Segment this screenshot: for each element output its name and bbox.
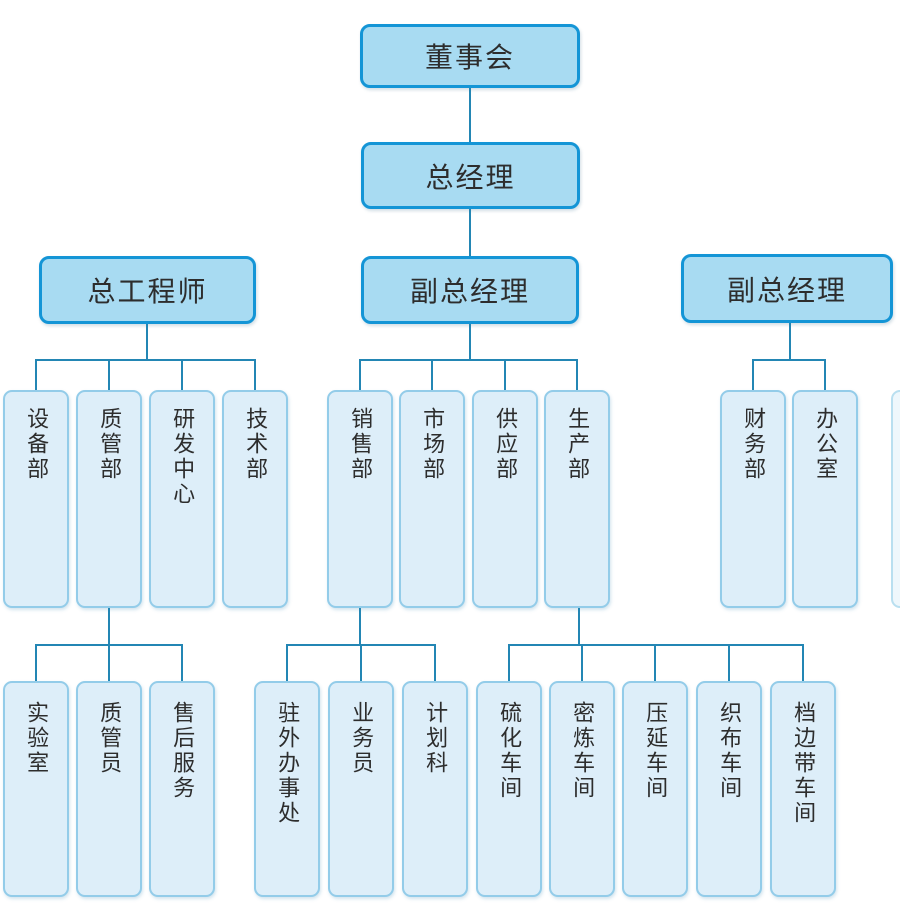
node-board: 董事会 xyxy=(360,24,580,88)
dept-rd-center-label: 研发中心 xyxy=(170,407,196,507)
workshop-weaving: 织布车间 xyxy=(696,681,762,897)
connector-drop-marketing xyxy=(431,359,433,390)
dept-office-label: 办公室 xyxy=(813,407,839,482)
dept-production-label: 生产部 xyxy=(565,407,591,482)
connector-drop-weaving xyxy=(728,644,730,681)
connector-drop-production xyxy=(576,359,578,390)
workshop-edge-band: 档边带车间 xyxy=(770,681,836,897)
connector-stem-deputy-1 xyxy=(469,324,471,360)
connector-drop-sales xyxy=(359,359,361,390)
sub-field-offices-label: 驻外办事处 xyxy=(275,701,301,826)
node-gm-label: 总经理 xyxy=(425,161,516,193)
dept-quality-label: 质管部 xyxy=(97,407,123,482)
dept-equipment: 设备部 xyxy=(3,390,69,608)
workshop-edge-band-label: 档边带车间 xyxy=(791,701,817,826)
workshop-vulcanization-label: 硫化车间 xyxy=(497,701,523,801)
dept-sales-label: 销售部 xyxy=(348,407,374,482)
sub-planning: 计划科 xyxy=(402,681,468,897)
workshop-mixing-label: 密炼车间 xyxy=(570,701,596,801)
sub-laboratory: 实验室 xyxy=(3,681,69,897)
connector-drop-planning xyxy=(434,644,436,681)
connector-stem-chief-engineer xyxy=(146,324,148,360)
sub-field-offices: 驻外办事处 xyxy=(254,681,320,897)
dept-partial-clipped xyxy=(891,390,900,608)
sub-salesperson-label: 业务员 xyxy=(349,701,375,776)
connector-bar-deputy-2 xyxy=(752,359,826,361)
connector-drop-field-offices xyxy=(286,644,288,681)
dept-rd-center: 研发中心 xyxy=(149,390,215,608)
sub-quality-inspector: 质管员 xyxy=(76,681,142,897)
connector-drop-finance xyxy=(752,359,754,390)
workshop-calendering: 压延车间 xyxy=(622,681,688,897)
dept-quality: 质管部 xyxy=(76,390,142,608)
connector-drop-office xyxy=(824,359,826,390)
node-board-label: 董事会 xyxy=(424,42,515,73)
connector-stem-quality xyxy=(108,608,110,645)
node-general-manager: 总经理 xyxy=(361,142,580,209)
connector-bar-production xyxy=(508,644,804,646)
connector-bar-chief-engineer xyxy=(35,359,256,361)
sub-laboratory-label: 实验室 xyxy=(24,701,50,776)
sub-salesperson: 业务员 xyxy=(328,681,394,897)
workshop-vulcanization: 硫化车间 xyxy=(476,681,542,897)
sub-after-sales-label: 售后服务 xyxy=(170,701,196,801)
node-deputy-gm-1-label: 副总经理 xyxy=(409,276,530,307)
sub-after-sales: 售后服务 xyxy=(149,681,215,897)
connector-stem-sales xyxy=(359,608,361,645)
connector-bar-deputy-1 xyxy=(359,359,578,361)
sub-planning-label: 计划科 xyxy=(423,701,449,776)
connector-drop-rd xyxy=(181,359,183,390)
connector-drop-mixing xyxy=(581,644,583,681)
dept-technology-label: 技术部 xyxy=(243,407,269,482)
dept-production: 生产部 xyxy=(544,390,610,608)
connector-board-gm xyxy=(469,88,471,142)
workshop-mixing: 密炼车间 xyxy=(549,681,615,897)
node-deputy-gm-2-label: 副总经理 xyxy=(726,274,847,306)
connector-stem-production xyxy=(578,608,580,645)
connector-drop-laboratory xyxy=(35,644,37,681)
connector-drop-calendering xyxy=(654,644,656,681)
connector-drop-technology xyxy=(254,359,256,390)
workshop-weaving-label: 织布车间 xyxy=(717,701,743,801)
connector-drop-edge-band xyxy=(802,644,804,681)
connector-gm-deputy xyxy=(469,209,471,256)
dept-technology: 技术部 xyxy=(222,390,288,608)
connector-drop-vulcanization xyxy=(508,644,510,681)
dept-supply: 供应部 xyxy=(472,390,538,608)
dept-sales: 销售部 xyxy=(327,390,393,608)
workshop-calendering-label: 压延车间 xyxy=(643,701,669,801)
connector-stem-deputy-2 xyxy=(789,323,791,360)
connector-drop-quality-inspector xyxy=(108,644,110,681)
node-chief-engineer-label: 总工程师 xyxy=(87,276,208,307)
connector-drop-quality xyxy=(108,359,110,390)
dept-supply-label: 供应部 xyxy=(493,407,519,482)
node-chief-engineer: 总工程师 xyxy=(39,256,256,324)
connector-drop-supply xyxy=(504,359,506,390)
dept-marketing-label: 市场部 xyxy=(420,407,446,482)
connector-drop-equipment xyxy=(35,359,37,390)
node-deputy-gm-2: 副总经理 xyxy=(681,254,893,323)
connector-drop-after-sales xyxy=(181,644,183,681)
node-deputy-gm-1: 副总经理 xyxy=(361,256,579,324)
dept-office: 办公室 xyxy=(792,390,858,608)
dept-finance: 财务部 xyxy=(720,390,786,608)
dept-equipment-label: 设备部 xyxy=(24,407,50,482)
dept-marketing: 市场部 xyxy=(399,390,465,608)
dept-finance-label: 财务部 xyxy=(741,407,767,482)
connector-drop-salesperson xyxy=(360,644,362,681)
sub-quality-inspector-label: 质管员 xyxy=(97,701,123,776)
